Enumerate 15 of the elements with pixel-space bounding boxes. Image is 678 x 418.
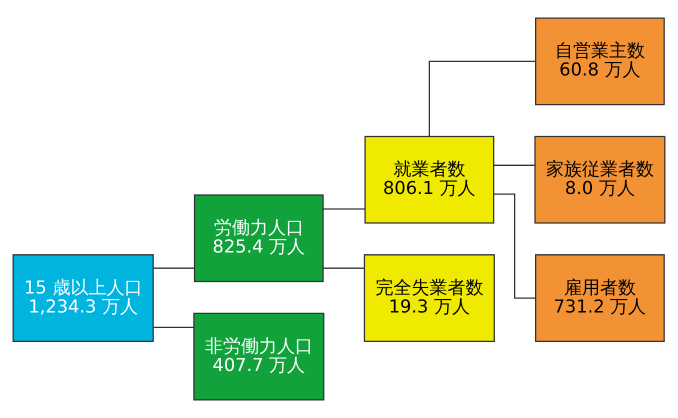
connector bbox=[428, 60, 536, 136]
connector bbox=[494, 164, 535, 166]
node-box: 15 歳以上人口 1,234.3 万人 bbox=[12, 254, 154, 342]
node-box: 家族従業者数 8.0 万人 bbox=[534, 136, 666, 224]
node-box: 非労働力人口 407.7 万人 bbox=[193, 312, 324, 401]
connector bbox=[154, 268, 194, 269]
connector bbox=[154, 326, 194, 328]
node-box: 労働力人口 825.4 万人 bbox=[194, 194, 324, 282]
connector bbox=[494, 194, 536, 299]
connector bbox=[323, 208, 365, 210]
node-box: 雇用者数 731.2 万人 bbox=[535, 254, 665, 342]
connector bbox=[323, 268, 364, 269]
node-box: 就業者数 806.1 万人 bbox=[364, 136, 494, 224]
node-box: 自営業主数 60.8 万人 bbox=[535, 17, 665, 106]
node-box: 完全失業者数 19.3 万人 bbox=[364, 254, 495, 342]
